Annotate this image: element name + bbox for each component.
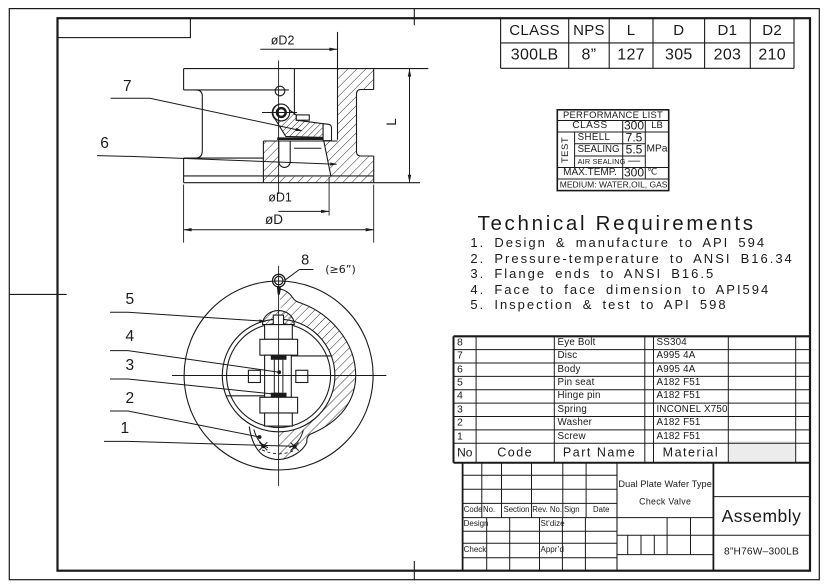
dim-table-header-4: D1 bbox=[717, 22, 738, 40]
performance-class-value: 300 bbox=[623, 119, 645, 134]
part-row-no-6: 2 bbox=[457, 416, 463, 429]
titleblock-rev-header-3: Rev. No. bbox=[532, 505, 563, 515]
eyebolt-note: (≥6”) bbox=[325, 263, 356, 277]
performance-sealing-label: SEALING bbox=[577, 143, 620, 155]
part-row-material-2: A995 4A bbox=[656, 363, 696, 375]
valve-section-view bbox=[96, 31, 429, 243]
titleblock-check-label: Check bbox=[463, 545, 487, 555]
performance-table-grid bbox=[556, 109, 670, 192]
part-row-name-3: Pin seat bbox=[557, 376, 595, 388]
titleblock-rev-header-1: No. bbox=[483, 505, 496, 515]
sheet-frame bbox=[8, 8, 820, 581]
part-row-name-5: Spring bbox=[557, 403, 588, 415]
dim-table-value-2: 127 bbox=[617, 46, 645, 64]
dim-table-value-5: 210 bbox=[758, 46, 786, 64]
part-row-no-2: 6 bbox=[457, 363, 463, 376]
performance-pressure-unit: MPa bbox=[646, 143, 668, 155]
tech-requirement-item-2: 3. Flange ends to ANSI B16.5 bbox=[470, 266, 716, 282]
balloon-5: 5 bbox=[125, 291, 135, 309]
titleblock-approve-label: Appr’d bbox=[540, 545, 564, 555]
balloon-3: 3 bbox=[125, 356, 135, 374]
titleblock-view-name: Assembly bbox=[721, 506, 802, 526]
titleblock-design-label: Design bbox=[463, 519, 489, 529]
part-row-no-4: 4 bbox=[457, 389, 463, 402]
performance-shell-label: SHELL bbox=[577, 131, 611, 143]
part-row-no-1: 7 bbox=[457, 349, 463, 362]
performance-air-label: AIR SEALING bbox=[577, 156, 626, 166]
dim-table-header-3: D bbox=[673, 22, 685, 40]
balloon-4: 4 bbox=[125, 327, 135, 345]
dim-table-value-3: 305 bbox=[664, 46, 693, 64]
performance-air-value: –– bbox=[627, 155, 641, 168]
titleblock-drawing-no: 8”H76W–300LB bbox=[724, 546, 799, 558]
balloon-6: 6 bbox=[100, 134, 109, 152]
parts-header-code: Code bbox=[497, 445, 534, 460]
performance-title: PERFORMANCE LIST bbox=[562, 109, 664, 121]
balloon-1: 1 bbox=[120, 419, 130, 437]
performance-medium: MEDIUM: WATER,OIL, GAS bbox=[559, 179, 668, 190]
titleblock-rev-header-2: Section bbox=[503, 505, 530, 515]
part-row-name-2: Body bbox=[557, 363, 581, 375]
tech-requirements-title: Technical Requirements bbox=[477, 211, 756, 235]
part-row-name-0: Eye Bolt bbox=[557, 336, 596, 348]
part-row-name-7: Screw bbox=[557, 430, 586, 442]
titleblock-product-line1: Dual Plate Wafer Type bbox=[618, 478, 712, 489]
dim-label-d: øD bbox=[265, 212, 283, 228]
performance-test-label: TEST bbox=[559, 136, 571, 163]
title-block-grid bbox=[461, 462, 810, 571]
part-row-no-0: 8 bbox=[457, 336, 463, 349]
titleblock-rev-header-4: Sign bbox=[564, 505, 580, 515]
dimension-table-grid bbox=[500, 18, 795, 69]
parts-table-grid bbox=[452, 335, 810, 464]
performance-max-temp-unit: ℃ bbox=[647, 167, 658, 178]
part-row-no-3: 5 bbox=[457, 376, 463, 389]
balloon-8: 8 bbox=[301, 252, 310, 269]
performance-shell-value: 7.5 bbox=[625, 130, 643, 145]
dim-label-d1: øD1 bbox=[268, 190, 292, 205]
parts-header-part-name: Part Name bbox=[562, 445, 637, 460]
part-row-material-6: A182 F51 bbox=[656, 417, 701, 429]
performance-max-temp-value: 300 bbox=[623, 166, 645, 180]
performance-class-label: CLASS bbox=[572, 120, 608, 132]
part-row-name-4: Hinge pin bbox=[557, 390, 601, 402]
tech-requirement-item-4: 5. Inspection & test to API 598 bbox=[470, 297, 728, 313]
dim-table-header-1: NPS bbox=[573, 22, 605, 40]
dim-label-d2: øD2 bbox=[270, 33, 295, 48]
parts-header-no: No bbox=[457, 445, 473, 460]
part-row-material-1: A995 4A bbox=[656, 350, 696, 362]
dim-table-value-1: 8” bbox=[581, 46, 597, 64]
part-row-no-7: 1 bbox=[457, 430, 463, 443]
dim-table-value-0: 300LB bbox=[510, 46, 559, 64]
dim-table-header-2: L bbox=[626, 22, 636, 40]
tech-requirement-item-0: 1. Design & manufacture to API 594 bbox=[470, 235, 767, 251]
part-row-material-4: A182 F51 bbox=[656, 390, 701, 402]
dim-table-header-5: D2 bbox=[762, 22, 783, 40]
titleblock-rev-header-0: Code bbox=[463, 505, 483, 515]
titleblock-rev-header-5: Date bbox=[593, 505, 610, 515]
part-row-name-6: Washer bbox=[557, 417, 593, 429]
tech-requirement-item-1: 2. Pressure-temperature to ANSI B16.34 bbox=[470, 250, 794, 266]
performance-sealing-value: 5.5 bbox=[625, 142, 643, 157]
titleblock-product-line2: Check Valve bbox=[639, 495, 692, 506]
balloon-7: 7 bbox=[122, 77, 132, 95]
dim-table-header-0: CLASS bbox=[509, 22, 560, 40]
valve-front-view bbox=[104, 265, 387, 486]
performance-class-unit: LB bbox=[651, 120, 663, 132]
balloon-2: 2 bbox=[125, 389, 135, 407]
part-row-material-0: SS304 bbox=[656, 336, 687, 348]
parts-header-material: Material bbox=[662, 445, 720, 460]
titleblock-stdize-label: St’dize bbox=[540, 519, 565, 529]
dim-table-value-4: 203 bbox=[713, 46, 742, 64]
performance-max-temp-label: MAX.TEMP. bbox=[563, 167, 617, 179]
tech-requirement-item-3: 4. Face to face dimension to API594 bbox=[470, 281, 771, 297]
part-row-name-1: Disc bbox=[557, 350, 578, 362]
part-row-material-5: INCONEL X750 bbox=[656, 403, 728, 415]
dim-label-l: L bbox=[383, 117, 399, 126]
part-row-material-3: A182 F51 bbox=[656, 376, 701, 388]
part-row-no-5: 3 bbox=[457, 403, 463, 416]
part-row-material-7: A182 F51 bbox=[656, 430, 701, 442]
